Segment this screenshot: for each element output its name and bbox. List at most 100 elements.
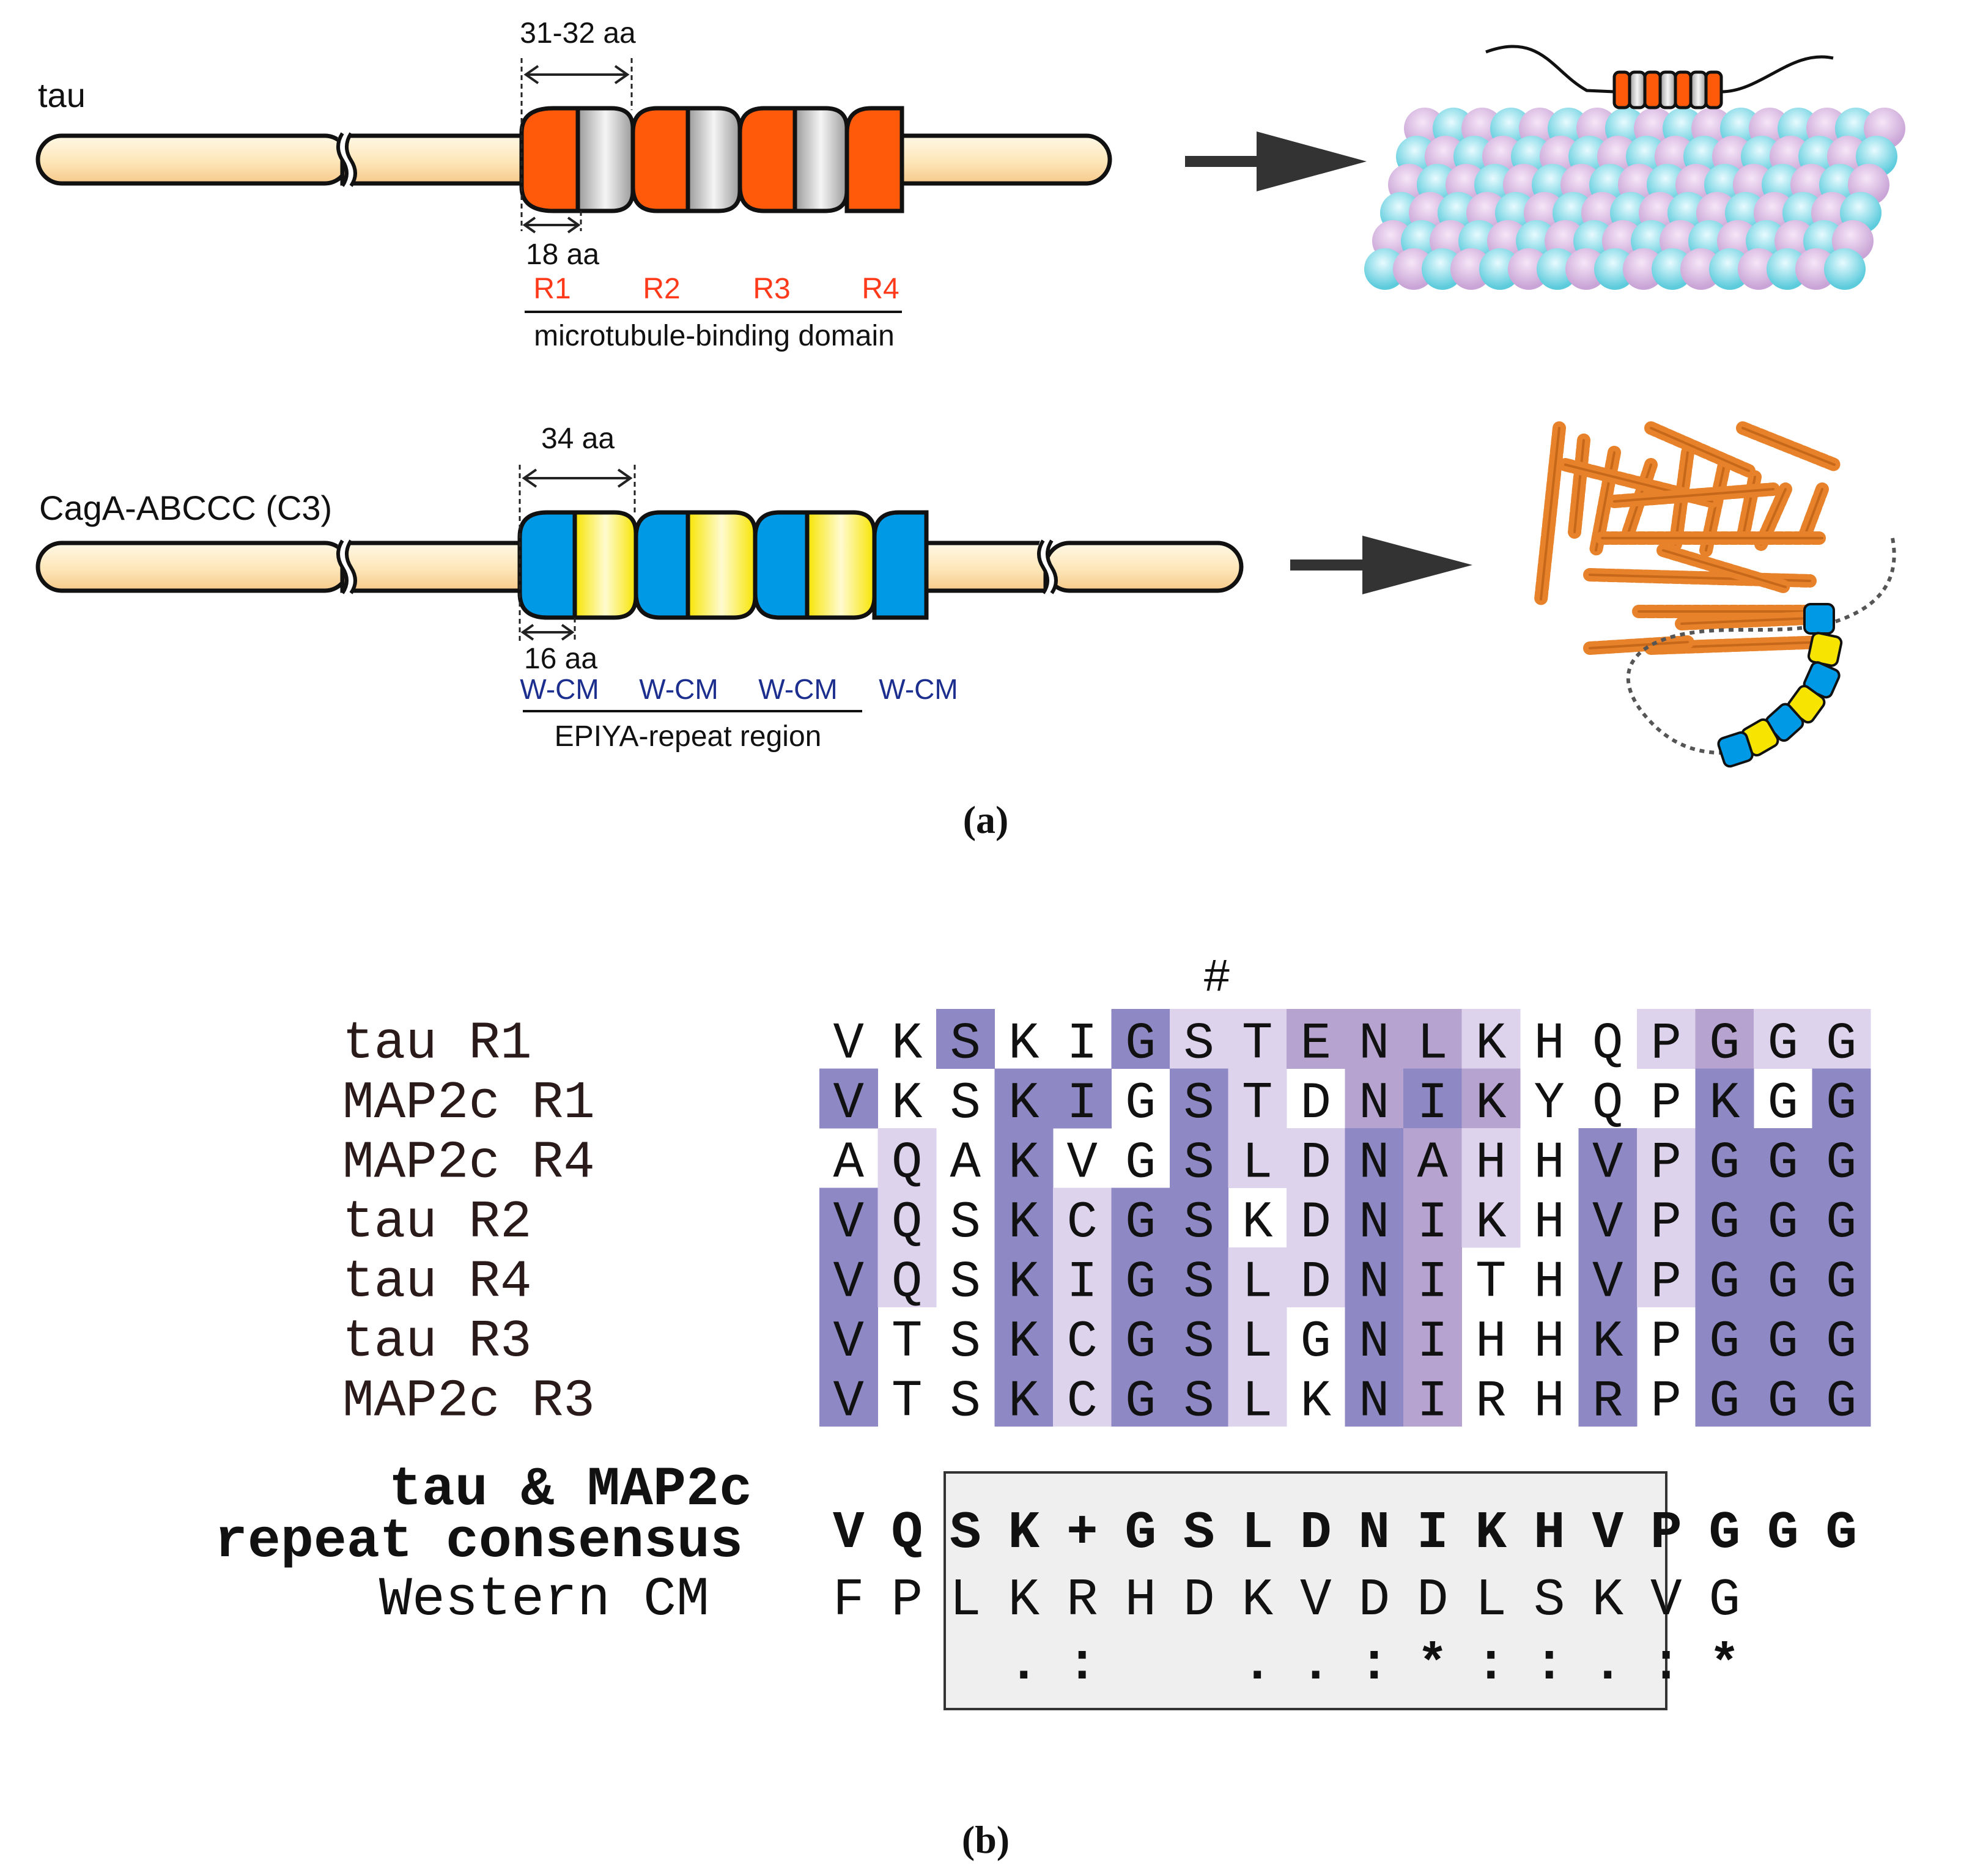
alignment-cell-shade [1287, 1009, 1345, 1069]
epiya-repeat-segment [1717, 731, 1754, 768]
consensus-residue: K [1475, 1503, 1507, 1563]
caga-dimension-markers [519, 465, 636, 641]
residue: L [1242, 1313, 1272, 1372]
residue: P [1651, 1194, 1682, 1252]
western-residue: G [1708, 1570, 1740, 1630]
consensus-residue: P [1650, 1503, 1682, 1563]
alignment-cell-shade [877, 1128, 937, 1188]
alignment-cell-shade [1170, 1128, 1228, 1188]
disordered-tail [1626, 537, 1896, 755]
conservation-symbol: * [1709, 1636, 1740, 1694]
residue: G [1125, 1016, 1156, 1074]
caga-bar-right2 [1043, 541, 1244, 593]
row-label: tau R4 [342, 1252, 532, 1312]
consensus-residue: G [1124, 1503, 1156, 1563]
residue: Q [892, 1194, 922, 1252]
residue: G [1826, 1016, 1856, 1074]
alignment-cell-shade [819, 1068, 878, 1129]
alignment-cell-shade [1461, 1009, 1521, 1069]
alignment-cell-shade [1345, 1247, 1404, 1307]
residue: G [1125, 1135, 1156, 1193]
alignment-cell-shade [1461, 1068, 1521, 1129]
residue: V [833, 1313, 864, 1372]
residue: V [1592, 1135, 1623, 1193]
consensus-residue: S [950, 1503, 981, 1563]
caga-bar-right1 [915, 541, 1048, 593]
residue: L [1242, 1373, 1272, 1431]
alignment-cell-shade [877, 1247, 937, 1307]
alignment-cell-shade [1578, 1367, 1638, 1427]
conservation-symbol: . [1008, 1636, 1039, 1694]
alignment-cell-shade [994, 1128, 1054, 1188]
alignment-cell-shade [1345, 1367, 1404, 1427]
residue: N [1359, 1075, 1389, 1133]
row-label: tau R1 [342, 1014, 532, 1074]
alignment-cell-shade [1812, 1247, 1871, 1307]
helix-edge [1680, 616, 1823, 625]
residue: P [1651, 1254, 1682, 1312]
consensus-residue: V [1592, 1503, 1623, 1563]
alignment-cell-shade [1111, 1187, 1170, 1248]
residue: Q [1592, 1016, 1623, 1074]
alignment-cell-shade [1403, 1367, 1462, 1427]
residue: G [1826, 1075, 1856, 1133]
consensus-residue: G [1825, 1503, 1857, 1563]
alignment-cell-shade [1461, 1128, 1521, 1188]
alignment-cell-shade [819, 1187, 878, 1248]
consensus-residue: L [1241, 1503, 1273, 1563]
consensus-residue: + [1066, 1503, 1098, 1563]
tubulin-subunit [1594, 248, 1636, 290]
residue: G [1125, 1194, 1156, 1252]
alignment-cell-shade [1754, 1009, 1812, 1069]
residue: A [1417, 1135, 1449, 1193]
alignment-cell-shade [1403, 1068, 1462, 1129]
alignment-cell-shade [1578, 1247, 1638, 1307]
tubulin-subunit [1652, 248, 1693, 290]
residue: S [950, 1313, 981, 1372]
consensus-residue: K [1008, 1503, 1040, 1563]
residue: G [1768, 1254, 1798, 1312]
western-residue: D [1183, 1570, 1215, 1630]
tau-bar-right [878, 133, 1112, 186]
row-label: tau R3 [342, 1312, 532, 1372]
alignment-cell-shade [1053, 1068, 1112, 1129]
consensus-residue: H [1534, 1503, 1565, 1563]
alignment-cell-shade [877, 1187, 937, 1248]
hash-mark: # [1203, 952, 1231, 1005]
alignment-cell-shade [1228, 1128, 1287, 1188]
residue: Q [892, 1254, 922, 1312]
western-residue: K [1008, 1570, 1040, 1630]
alignment-cell-shade [1578, 1307, 1638, 1367]
residue: H [1534, 1135, 1565, 1193]
residue: A [950, 1135, 981, 1193]
residue: N [1359, 1135, 1389, 1193]
panel-a-caption: (a) [963, 798, 1009, 841]
alignment-cell-shade [1637, 1187, 1696, 1248]
residue: K [1008, 1075, 1040, 1133]
caga-wcm-label-1: W-CM [520, 673, 599, 705]
alignment-cell-shade [1754, 1247, 1812, 1307]
residue: H [1534, 1254, 1565, 1312]
alignment-cell-shade [1170, 1009, 1228, 1069]
alignment-cell-shade [994, 1187, 1054, 1248]
residue: G [1125, 1313, 1156, 1372]
residue: C [1067, 1373, 1098, 1431]
residue: V [833, 1254, 864, 1312]
residue: I [1417, 1373, 1448, 1431]
residue: K [1475, 1075, 1507, 1133]
alignment-cell-shade [1345, 1187, 1404, 1248]
alignment-cell-shade [1170, 1307, 1228, 1367]
tau-repeat-length: 31-32 aa [520, 17, 636, 50]
caga-name-label: CagA-ABCCC (C3) [39, 489, 332, 527]
conservation-symbol: : [1534, 1636, 1565, 1694]
consensus-residue: G [1767, 1503, 1799, 1563]
residue: T [892, 1313, 922, 1372]
alignment-cell-shade [1170, 1068, 1228, 1129]
residue: G [1301, 1313, 1331, 1372]
residue: G [1709, 1313, 1740, 1372]
alignment-cell-shade [1461, 1187, 1521, 1248]
alignment-cell-shade [1228, 1068, 1287, 1129]
residue: K [1301, 1373, 1332, 1431]
